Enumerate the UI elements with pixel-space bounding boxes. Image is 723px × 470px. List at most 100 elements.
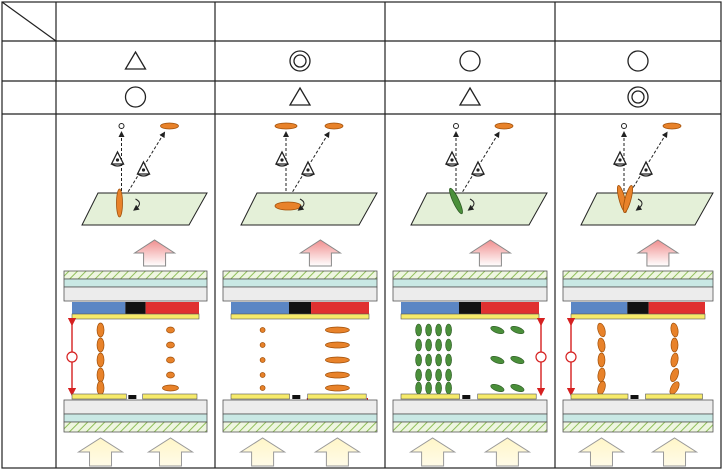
bottom-polarizer [392,421,548,433]
lc-molecule [435,381,442,395]
backlight-arrow [577,437,626,467]
color-filter-blue [401,302,459,314]
top-glass [562,286,714,302]
bottom-glass [63,399,208,415]
triangle-icon [124,50,147,70]
black-matrix [458,302,482,314]
output-light-arrow [132,239,177,267]
backlight-arrow [76,437,125,467]
lc-molecule [490,356,505,364]
polarization-plane [580,192,714,226]
bottom-electrode [71,393,127,400]
lc-molecule [445,353,452,367]
color-filter-blue [72,302,126,314]
black-matrix [125,302,146,314]
bottom-polarizer [63,421,208,433]
point-source [118,123,125,129]
color-filter-blue [571,302,628,314]
lc-molecule [415,368,422,382]
bottom-electrode [142,393,198,400]
lc-molecule [425,381,432,395]
top-film [562,278,714,288]
lc-molecule [96,337,105,353]
lc-molecule [425,368,432,382]
lc-molecule [490,384,505,392]
rotation-arrow [635,198,643,211]
bottom-electrode [230,393,290,400]
eye-icon [638,160,654,177]
lc-molecule [435,338,442,352]
black-matrix [288,302,312,314]
backlight-arrow [408,437,457,467]
lc-molecule [259,385,266,391]
lc-molecule [96,352,105,368]
polarization-plane [240,192,378,226]
bottom-film [562,413,714,423]
bottom-electrode [400,393,460,400]
tft-element [630,395,639,399]
lc-molecule [670,337,679,353]
bottom-electrode [645,393,703,400]
header-diagonal [1,1,57,42]
eye-icon [136,160,151,177]
circle-icon [124,86,147,108]
cell-col-3 [392,122,548,467]
bottom-polarizer [222,421,378,433]
bottom-electrode [477,393,537,400]
top-glass [63,286,208,302]
mode-illustrations [63,122,714,467]
top-glass [222,286,378,302]
lc-molecule [435,323,442,337]
top-film [392,278,548,288]
bottom-electrode [570,393,629,400]
lc-molecule [259,372,266,378]
rating-marks [124,50,649,108]
eye-icon [274,150,290,167]
voltage-source-icon [565,351,577,363]
lc-molecule [597,352,606,368]
lc-molecule [259,357,266,363]
backlight-arrow [650,437,699,467]
bottom-electrode [307,393,367,400]
eye-icon [444,150,460,167]
output-light-arrow [298,239,343,267]
top-film [63,278,208,288]
lc-molecule [435,353,442,367]
lc-molecule [425,338,432,352]
double-circle-icon [289,50,311,72]
lc-molecule [494,122,514,130]
backlight-arrow [146,437,195,467]
top-polarizer [63,270,208,280]
lc-molecule [670,352,679,368]
lc-molecule [597,337,606,353]
color-filter-red [145,302,199,314]
backlight-arrow [238,437,287,467]
point-source [453,123,459,129]
eye-icon [612,150,628,167]
lc-molecule [160,122,179,130]
lc-molecule [325,371,350,379]
bottom-glass [562,399,714,415]
backlight-arrow [483,437,532,467]
lc-molecule [325,341,350,349]
lc-molecule [274,201,302,211]
circle-icon [459,50,481,72]
lc-molecule [324,122,344,130]
lc-molecule [597,322,606,338]
lc-molecule [445,381,452,395]
output-light-arrow [636,239,680,267]
lc-molecule [96,367,105,383]
backlight-arrow [313,437,362,467]
voltage-source-icon [535,351,547,363]
lc-molecule [415,323,422,337]
top-electrode [570,313,706,320]
rotation-arrow [467,198,475,211]
lc-molecule [415,338,422,352]
lc-molecule [325,356,350,364]
lc-molecule [162,384,179,392]
rotation-arrow [133,198,140,211]
polarization-plane [410,192,548,226]
bottom-polarizer [562,421,714,433]
